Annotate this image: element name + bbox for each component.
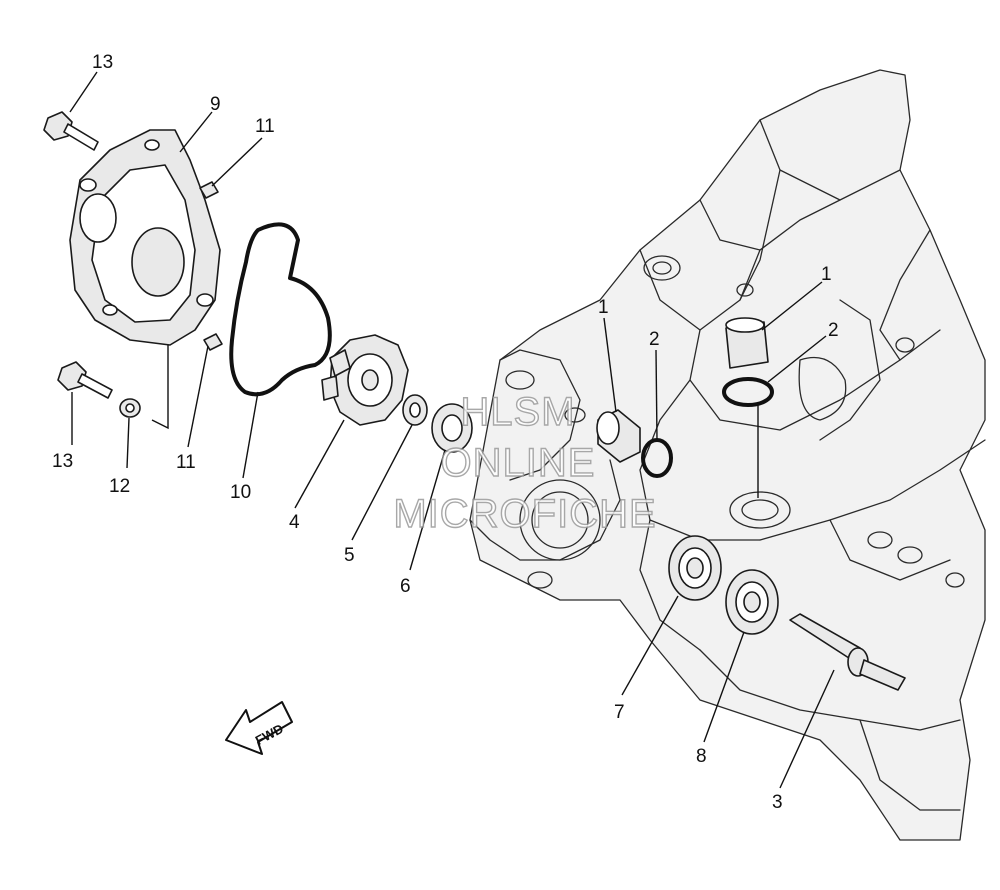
dowel-pin-11-lower	[203, 333, 223, 351]
callout-4: 4	[289, 512, 300, 533]
callout-2-right: 2	[828, 320, 839, 341]
callout-1-right: 1	[821, 264, 832, 285]
callout-13-upper: 13	[92, 52, 113, 73]
bolt-13-lower	[57, 361, 113, 399]
o-ring-2-right	[722, 377, 774, 407]
bearing-8	[725, 569, 779, 635]
callout-7: 7	[614, 702, 625, 723]
collar-1-right	[725, 317, 769, 369]
callout-11-lower: 11	[176, 452, 196, 473]
watermark-line1: HLSM	[460, 390, 575, 434]
callout-9: 9	[210, 94, 221, 115]
dowel-pin-11-upper	[199, 181, 219, 199]
callout-labels: 13 9 11 13 12 11 10 4 5 6 1 2 1 2 7 8 3	[52, 52, 839, 813]
callout-3: 3	[772, 792, 783, 813]
callout-13-lower: 13	[52, 451, 73, 472]
impeller-shaft-3	[789, 613, 906, 691]
callout-2-left: 2	[649, 329, 660, 350]
fwd-arrow-icon: FWD	[225, 701, 293, 755]
callout-1-left: 1	[598, 297, 609, 318]
watermark-line2: ONLINE	[441, 441, 596, 485]
bolt-13-upper	[43, 111, 99, 151]
washer-5	[402, 394, 428, 426]
collar-1-left	[596, 409, 641, 463]
washer-12	[119, 398, 141, 418]
leader-lines	[69, 71, 835, 789]
bearing-7	[668, 535, 722, 601]
callout-5: 5	[344, 545, 355, 566]
callout-8: 8	[696, 746, 707, 767]
watermark-line3: MICROFICHE	[393, 492, 656, 536]
oil-seal-6	[431, 403, 473, 453]
watermark: HLSM ONLINE MICROFICHE	[393, 389, 657, 536]
water-pump-cover	[69, 129, 221, 346]
callout-10: 10	[230, 482, 251, 503]
callout-12: 12	[109, 476, 130, 497]
callout-11-upper: 11	[255, 116, 275, 137]
callout-6: 6	[400, 576, 411, 597]
impeller-4	[321, 334, 409, 426]
gasket-10	[229, 222, 332, 397]
